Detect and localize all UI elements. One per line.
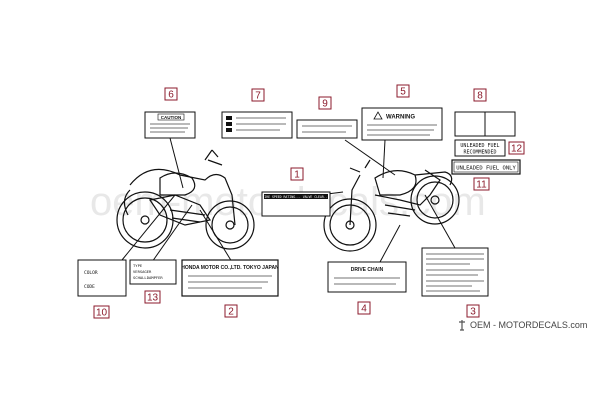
callout-2-number: 2	[228, 307, 234, 318]
decal-6-title: CAUTION	[161, 115, 182, 120]
callout-1	[290, 167, 304, 181]
decal-10-code: CODE	[84, 284, 95, 290]
decal-12: UNLEADED FUEL RECOMMENDED	[454, 139, 506, 157]
decal-2: HONDA MOTOR CO.,LTD. TOKYO JAPAN	[181, 259, 279, 297]
callout-6	[164, 87, 178, 101]
callout-4	[357, 301, 371, 315]
right-motorcycle-drawing	[323, 159, 460, 252]
decal-5: WARNING	[361, 107, 443, 141]
decal-4-title: DRIVE CHAIN	[351, 267, 384, 273]
callout-7-number: 7	[255, 91, 261, 102]
decal-13: TYPE VERSAGER SCHALLDAMPFER	[129, 259, 177, 285]
callout-10-number: 10	[96, 308, 108, 319]
decal-4: DRIVE CHAIN	[327, 261, 407, 293]
brand-text: OEM - MOTORDECALS.com	[470, 320, 587, 330]
decal-12-line2: RECOMMENDED	[463, 150, 496, 156]
decal-1-text: TIRE SPEED RATING... VALVE CLEAR...	[262, 195, 329, 199]
callout-5-number: 5	[400, 87, 406, 98]
callout-9	[318, 96, 332, 110]
decal-10-color: COLOR	[84, 270, 98, 276]
callout-5	[396, 84, 410, 98]
decal-10: COLOR CODE	[77, 259, 127, 297]
callout-12-number: 12	[511, 144, 523, 155]
decal-5-title: WARNING	[386, 115, 415, 121]
callout-11-number: 11	[476, 180, 487, 191]
decal-13-line1: TYPE	[133, 263, 143, 268]
decal-13-line2: VERSAGER	[133, 269, 152, 274]
decal-12-line1: UNLEADED FUEL	[460, 143, 499, 149]
callout-8	[473, 88, 487, 102]
decal-2-title: HONDA MOTOR CO.,LTD. TOKYO JAPAN	[181, 265, 279, 271]
decal-1: TIRE SPEED RATING... VALVE CLEAR...	[261, 191, 331, 217]
decal-3	[421, 247, 489, 297]
decal-7	[221, 111, 293, 139]
callout-13	[144, 290, 161, 304]
callout-1-number: 1	[294, 170, 300, 181]
warning-triangle-icon	[373, 111, 383, 120]
decal-11: UNLEADED FUEL ONLY	[451, 159, 521, 175]
callout-9-number: 9	[322, 99, 328, 110]
brand-footer: OEM - MOTORDECALS.com	[459, 320, 587, 331]
callout-8-number: 8	[477, 91, 483, 102]
callout-6-number: 6	[168, 90, 174, 101]
callout-7	[251, 88, 265, 102]
callout-3-number: 3	[470, 307, 476, 318]
decal-6: CAUTION	[144, 111, 196, 139]
callout-2	[224, 304, 238, 318]
callout-13-number: 13	[147, 293, 159, 304]
bike-logo-icon	[459, 320, 465, 331]
decal-11-text: UNLEADED FUEL ONLY	[456, 166, 516, 172]
decal-8	[454, 111, 516, 137]
decal-13-line3: SCHALLDAMPFER	[133, 275, 163, 280]
callout-4-number: 4	[361, 304, 367, 315]
callout-3	[466, 304, 480, 318]
callout-10	[93, 305, 110, 319]
decal-9	[296, 119, 358, 139]
left-motorcycle-drawing	[116, 149, 255, 250]
callout-12	[508, 141, 525, 155]
callout-11	[473, 177, 490, 191]
